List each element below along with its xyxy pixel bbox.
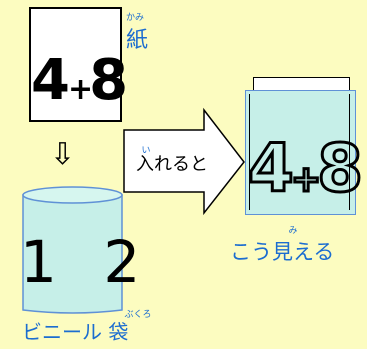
bag-result: 1 2	[20, 228, 155, 296]
view-ruby: み	[288, 226, 298, 236]
view-eq-op: +	[289, 158, 322, 202]
arrow-ruby: い	[141, 146, 151, 156]
view-eq-right: 8	[316, 130, 365, 207]
paper-ruby: かみ	[125, 13, 144, 23]
arrow-label: 入れると	[136, 154, 208, 175]
bag-label: ビニール 袋	[22, 320, 129, 344]
left-bag-body	[22, 194, 123, 314]
left-bag-top	[22, 186, 123, 204]
view-eq-left: 4	[247, 130, 296, 207]
view-paper-edges	[249, 94, 350, 210]
view-label: こう見える	[230, 240, 335, 264]
paper-card: 4+8	[29, 7, 128, 122]
down-arrow-icon: ⇩	[50, 137, 76, 172]
paper-eq-op: +	[67, 72, 93, 107]
right-arrow-icon	[123, 107, 245, 216]
paper-eq-left: 4	[31, 48, 70, 113]
bag-ruby: ぶくろ	[124, 310, 152, 320]
paper-label: 紙	[126, 28, 149, 53]
paper-equation: 4+8	[31, 53, 128, 118]
view-bag	[245, 90, 356, 215]
paper-eq-right: 8	[89, 48, 128, 113]
view-equation: 4+8	[247, 134, 365, 213]
